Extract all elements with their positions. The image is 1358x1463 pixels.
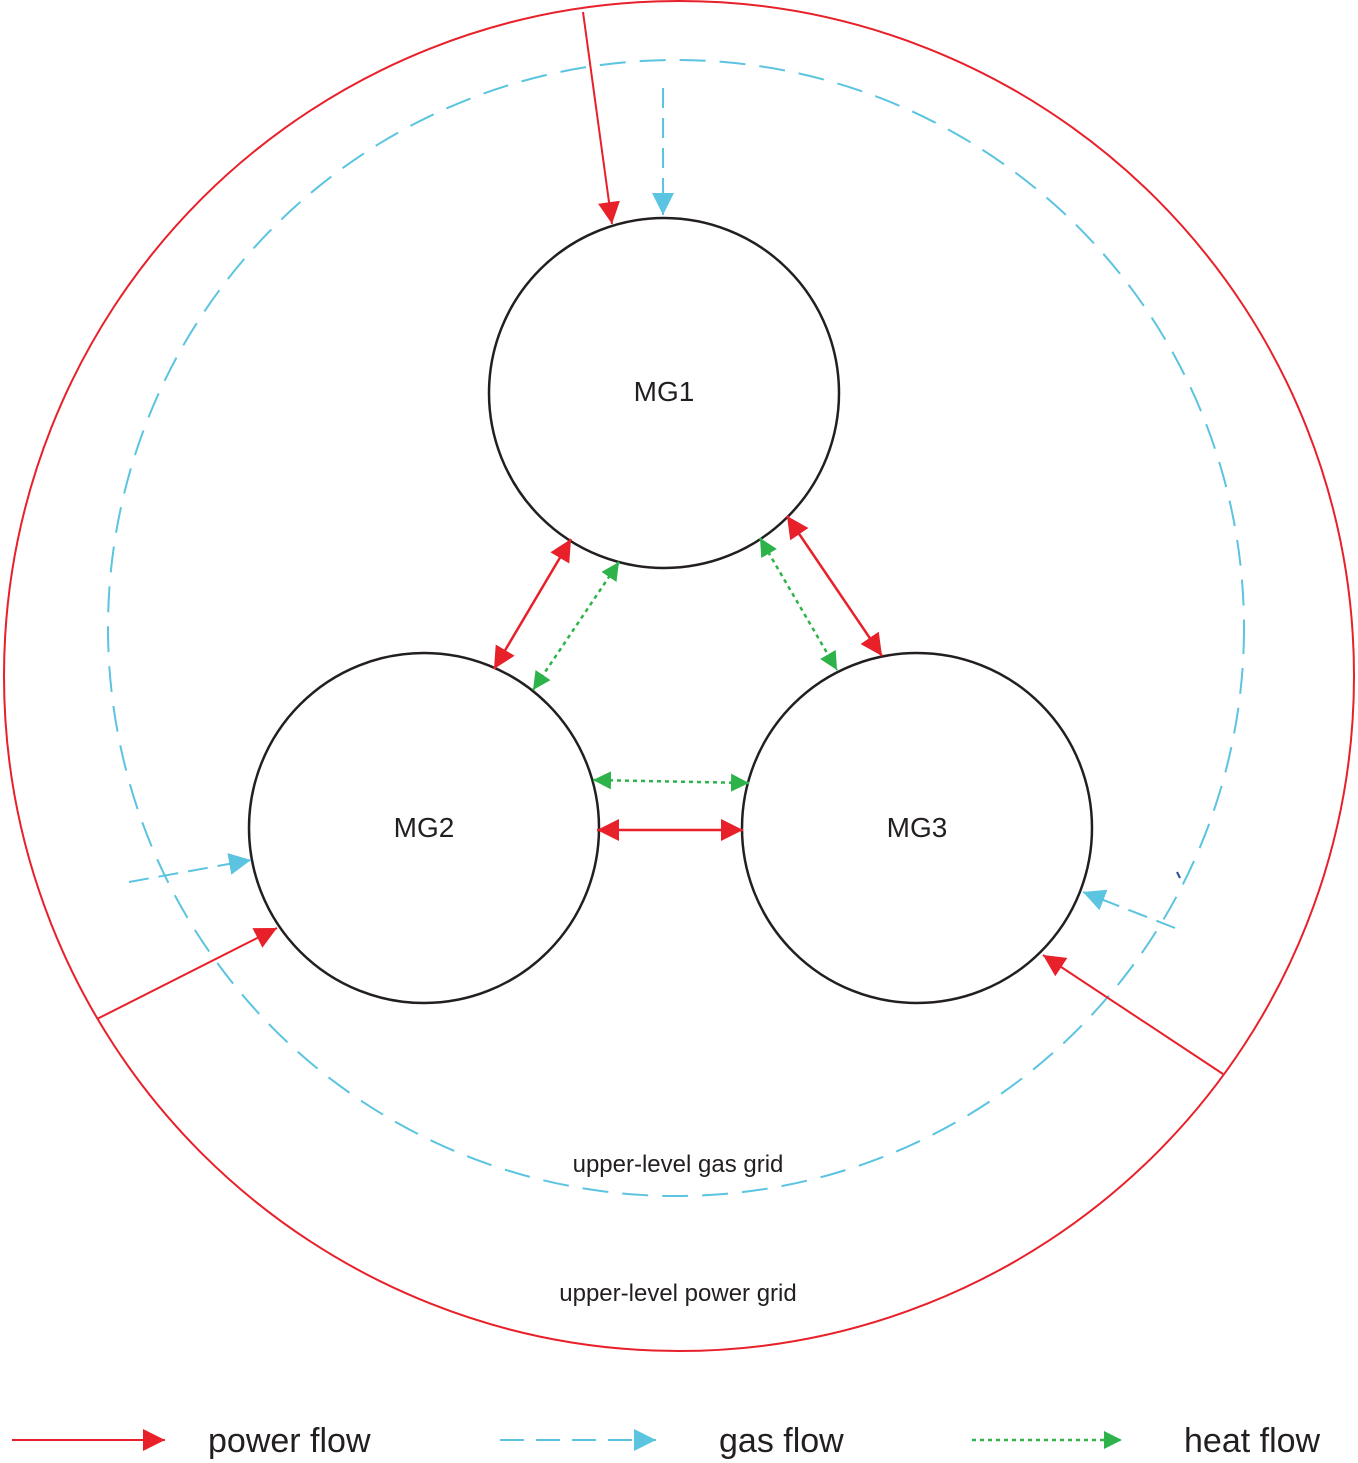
power-flow-grid-to-mg1 xyxy=(582,11,620,225)
mg1-node xyxy=(487,216,841,570)
legend-item-gas: gas flow xyxy=(500,1422,844,1460)
power-flow-grid-to-mg2 xyxy=(96,927,278,1020)
mg3-label: MG3 xyxy=(887,812,948,843)
heat-flow-mg1-mg3 xyxy=(758,537,839,671)
gas-flow-grid-to-mg2 xyxy=(128,853,252,883)
mg1-label: MG1 xyxy=(634,376,695,407)
heat-flow-mg2-mg3 xyxy=(592,771,750,792)
power-grid-label: upper-level power grid xyxy=(559,1280,796,1307)
gas-grid-label: upper-level gas grid xyxy=(573,1151,784,1178)
legend: power flow gas flow heat flow xyxy=(12,1422,1321,1460)
upper-level-power-grid-ring xyxy=(3,0,1355,1352)
legend-heat-label: heat flow xyxy=(1184,1422,1321,1460)
mg2-label: MG2 xyxy=(394,812,455,843)
gas-flow-grid-to-mg3 xyxy=(1082,889,1176,929)
upper-level-gas-grid-ring xyxy=(107,59,1245,1197)
power-flow-mg1-mg3 xyxy=(785,515,884,657)
legend-item-heat: heat flow xyxy=(972,1422,1321,1460)
heat-flow-mg1-mg2 xyxy=(531,561,621,691)
gas-tick-mark xyxy=(1176,871,1181,879)
legend-power-label: power flow xyxy=(208,1422,371,1460)
legend-gas-label: gas flow xyxy=(719,1422,844,1460)
legend-item-power: power flow xyxy=(12,1422,371,1460)
power-flow-grid-to-mg3 xyxy=(1042,954,1224,1075)
power-flow-mg1-mg2 xyxy=(492,538,573,670)
